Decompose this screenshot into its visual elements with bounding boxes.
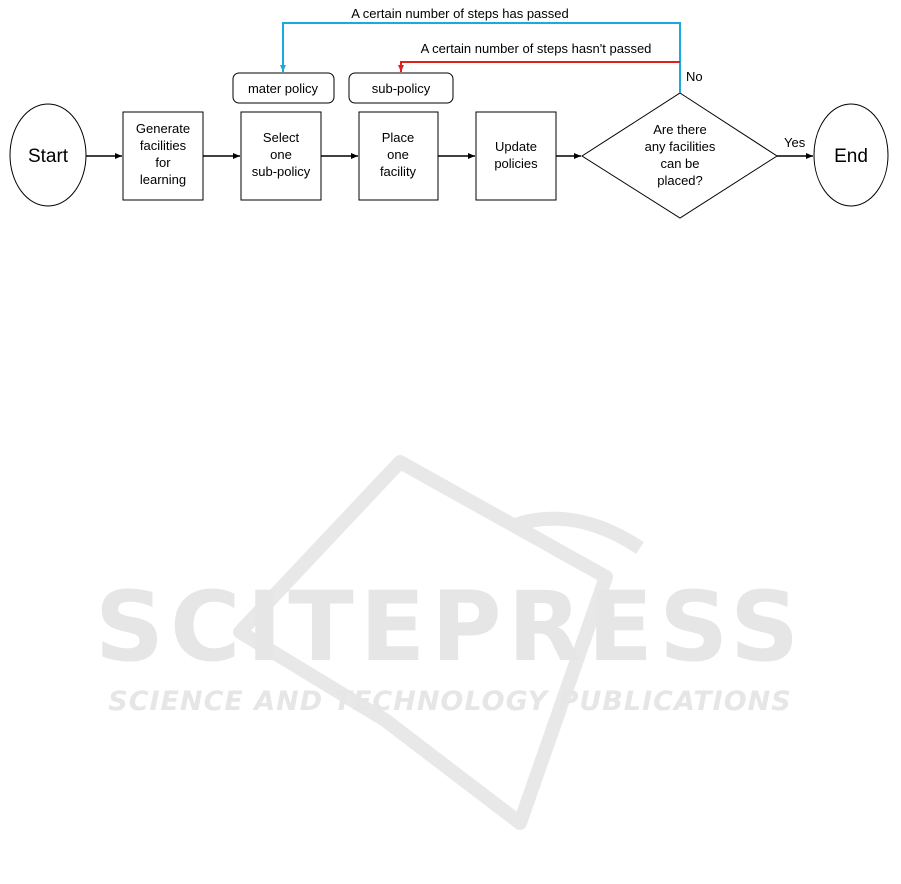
loop-steps-passed bbox=[283, 23, 680, 93]
sub-policy-label: sub-policy bbox=[372, 81, 431, 96]
decision-line-1: Are there bbox=[653, 122, 706, 137]
update-line-2: policies bbox=[494, 156, 538, 171]
update-policies-node: Update policies bbox=[476, 112, 556, 200]
start-label: Start bbox=[28, 146, 69, 167]
select-line-2: one bbox=[270, 147, 292, 162]
sub-policy-tag: sub-policy bbox=[349, 73, 453, 103]
place-line-2: one bbox=[387, 147, 409, 162]
steps-passed-label: A certain number of steps has passed bbox=[351, 6, 569, 21]
select-line-1: Select bbox=[263, 130, 300, 145]
decision-line-4: placed? bbox=[657, 173, 703, 188]
decision-node: Are there any facilities can be placed? bbox=[582, 93, 777, 218]
generate-line-3: for bbox=[155, 155, 171, 170]
start-node: Start bbox=[10, 104, 86, 206]
end-node: End bbox=[814, 104, 888, 206]
decision-line-3: can be bbox=[660, 156, 699, 171]
generate-facilities-node: Generate facilities for learning bbox=[123, 112, 203, 200]
steps-not-passed-label: A certain number of steps hasn't passed bbox=[421, 41, 652, 56]
master-policy-tag: mater policy bbox=[233, 73, 334, 103]
no-label: No bbox=[686, 69, 703, 84]
end-label: End bbox=[834, 146, 868, 167]
master-policy-label: mater policy bbox=[248, 81, 319, 96]
generate-line-1: Generate bbox=[136, 121, 190, 136]
select-line-3: sub-policy bbox=[252, 164, 311, 179]
yes-label: Yes bbox=[784, 135, 806, 150]
update-line-1: Update bbox=[495, 139, 537, 154]
decision-line-2: any facilities bbox=[645, 139, 716, 154]
place-facility-node: Place one facility bbox=[359, 112, 438, 200]
loop-steps-not-passed bbox=[401, 62, 680, 72]
place-line-1: Place bbox=[382, 130, 415, 145]
generate-line-4: learning bbox=[140, 172, 186, 187]
generate-line-2: facilities bbox=[140, 138, 187, 153]
select-sub-policy-node: Select one sub-policy bbox=[241, 112, 321, 200]
place-line-3: facility bbox=[380, 164, 417, 179]
